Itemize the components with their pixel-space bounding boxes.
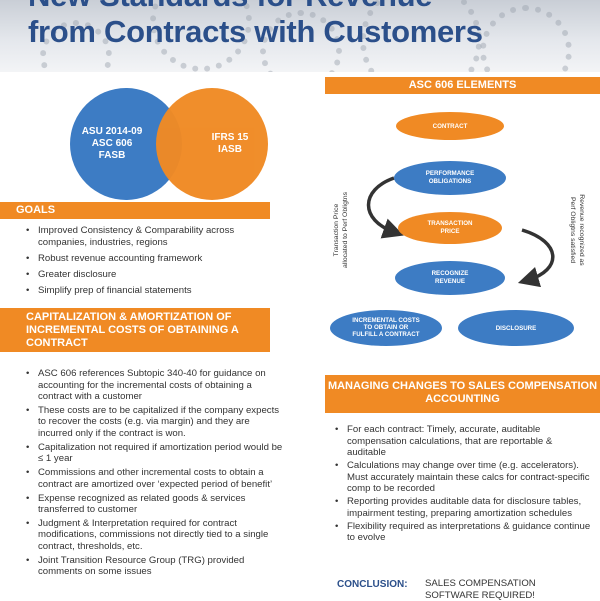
recognize-revenue-label: REVENUE xyxy=(435,278,465,285)
conclusion-text: SALES COMPENSATION SOFTWARE REQUIRED! xyxy=(425,578,536,601)
conclusion-label: CONCLUSION: xyxy=(337,579,408,590)
venn-left-line: FASB xyxy=(98,150,126,161)
gear-icon xyxy=(260,10,342,72)
list-item: Reporting provides auditable data for di… xyxy=(333,496,591,519)
list-item: Flexibility required as interpretations … xyxy=(333,521,591,544)
disclosure-label: DISCLOSURE xyxy=(496,325,537,332)
disclosure-oval: DISCLOSURE xyxy=(458,310,574,346)
recognize-revenue-oval: RECOGNIZE REVENUE xyxy=(395,261,505,295)
list-item: Judgment & Interpretation required for c… xyxy=(24,518,286,553)
header-banner: New Standards for Revenue from Contracts… xyxy=(0,0,600,72)
list-item: For each contract: Timely, accurate, aud… xyxy=(333,424,591,459)
title-line-2: from Contracts with Customers xyxy=(28,14,483,49)
list-item: Robust revenue accounting framework xyxy=(24,253,272,265)
managing-changes-heading: MANAGING CHANGES TO SALES COMPENSATION A… xyxy=(325,375,600,413)
standards-venn: ASU 2014-09 ASC 606 FASB IFRS 15 IASB xyxy=(60,88,280,200)
page-title: New Standards for Revenue from Contracts… xyxy=(28,0,483,50)
iasb-circle: IFRS 15 IASB xyxy=(156,88,268,200)
title-line-1: New Standards for Revenue xyxy=(28,0,433,13)
arrow-to-recognize-revenue xyxy=(517,228,555,288)
venn-right-line: IFRS 15 xyxy=(211,132,249,143)
incremental-costs-label: FULFILL A CONTRACT xyxy=(352,331,419,338)
incremental-costs-label: TO OBTAIN OR xyxy=(364,324,409,331)
contract-oval: CONTRACT xyxy=(396,112,504,140)
managing-changes-list: For each contract: Timely, accurate, aud… xyxy=(333,424,591,545)
venn-right-line: IASB xyxy=(218,144,242,155)
list-item: ASC 606 references Subtopic 340-40 for g… xyxy=(24,368,286,403)
recognize-revenue-label: RECOGNIZE xyxy=(432,270,469,277)
transaction-price-label: PRICE xyxy=(441,228,460,235)
gear-icon xyxy=(40,20,112,72)
transaction-price-side-label: Transaction Price allocated to Perf Obli… xyxy=(333,191,349,268)
side-label-line: Transaction Price xyxy=(333,203,340,256)
list-item: Simplify prep of financial statements xyxy=(24,285,272,297)
transaction-price-label: TRANSACTION xyxy=(427,220,473,227)
list-item: Capitalization not required if amortizat… xyxy=(24,442,286,465)
asc-elements-heading: ASC 606 ELEMENTS xyxy=(325,77,600,94)
gear-icon xyxy=(480,5,572,72)
list-item: Expense recognized as related goods & se… xyxy=(24,493,286,516)
asc-elements-diagram: CONTRACT PERFORMANCE OBLIGATIONS TRANSAC… xyxy=(330,112,585,346)
gear-icon xyxy=(360,0,482,72)
incremental-costs-label: INCREMENTAL COSTS xyxy=(352,317,420,324)
list-item: Calculations may change over time (e.g. … xyxy=(333,460,591,495)
incremental-costs-oval: INCREMENTAL COSTS TO OBTAIN OR FULFILL A… xyxy=(330,310,442,346)
side-label-line: Revenue recognized as xyxy=(578,194,585,266)
list-item: Greater disclosure xyxy=(24,269,272,281)
capitalization-list: ASC 606 references Subtopic 340-40 for g… xyxy=(24,368,286,580)
list-item: These costs are to be capitalized if the… xyxy=(24,405,286,440)
venn-left-line: ASC 606 xyxy=(91,138,133,149)
contract-label: CONTRACT xyxy=(433,123,468,130)
capitalization-heading: CAPITALIZATION & AMORTIZATION OF INCREME… xyxy=(0,308,270,352)
list-item: Joint Transition Resource Group (TRG) pr… xyxy=(24,555,286,578)
list-item: Improved Consistency & Comparability acr… xyxy=(24,225,272,248)
arrow-to-transaction-price xyxy=(366,176,404,239)
transaction-price-oval: TRANSACTION PRICE xyxy=(398,212,502,244)
list-item: Commissions and other incremental costs … xyxy=(24,467,286,490)
performance-obligations-oval: PERFORMANCE OBLIGATIONS xyxy=(394,161,506,195)
goals-list: Improved Consistency & Comparability acr… xyxy=(24,225,272,301)
gear-icon xyxy=(150,0,252,72)
goals-heading: GOALS xyxy=(0,202,270,219)
revenue-recognized-side-label: Revenue recognized as Perf Obligtns sati… xyxy=(569,194,585,266)
side-label-line: Perf Obligtns satisfied xyxy=(569,197,576,263)
perf-obligations-label: OBLIGATIONS xyxy=(429,178,472,185)
perf-obligations-label: PERFORMANCE xyxy=(426,170,474,177)
side-label-line: allocated to Perf Obligtns xyxy=(342,191,349,268)
venn-left-line: ASU 2014-09 xyxy=(81,126,143,137)
